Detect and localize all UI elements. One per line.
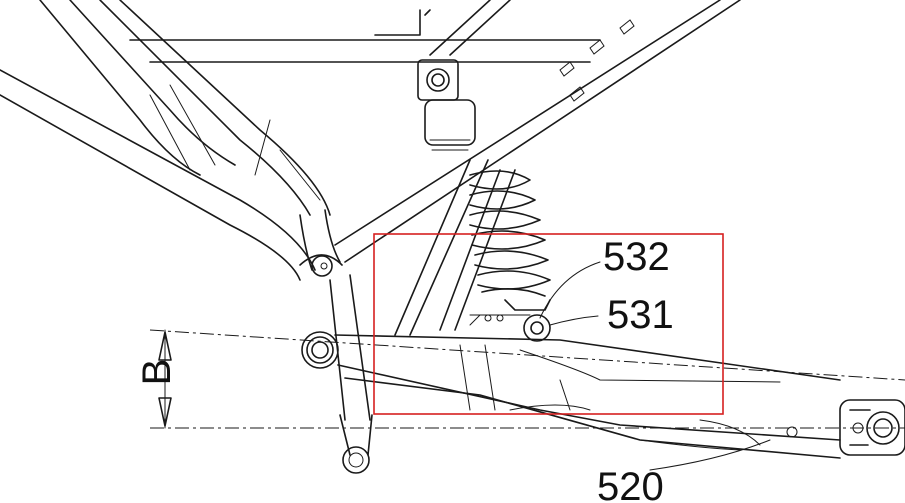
rear-frame-stays [329, 159, 516, 421]
swing-arm [334, 334, 841, 474]
highlight-box [373, 233, 724, 415]
swing-arm-pivot [299, 254, 343, 369]
reference-numeral-531: 531 [607, 293, 674, 337]
shock-lower-eye [523, 314, 551, 342]
shock-absorber [374, 9, 551, 342]
dimension-b: B [135, 329, 905, 429]
spring-coils [469, 170, 551, 297]
rear-axle-assembly [839, 399, 905, 456]
upper-frame [0, 0, 741, 281]
reference-numeral-520: 520 [597, 465, 664, 503]
dimension-b-label: B [135, 359, 179, 386]
callout-leaders [539, 261, 771, 471]
reference-numeral-532: 532 [603, 235, 670, 279]
